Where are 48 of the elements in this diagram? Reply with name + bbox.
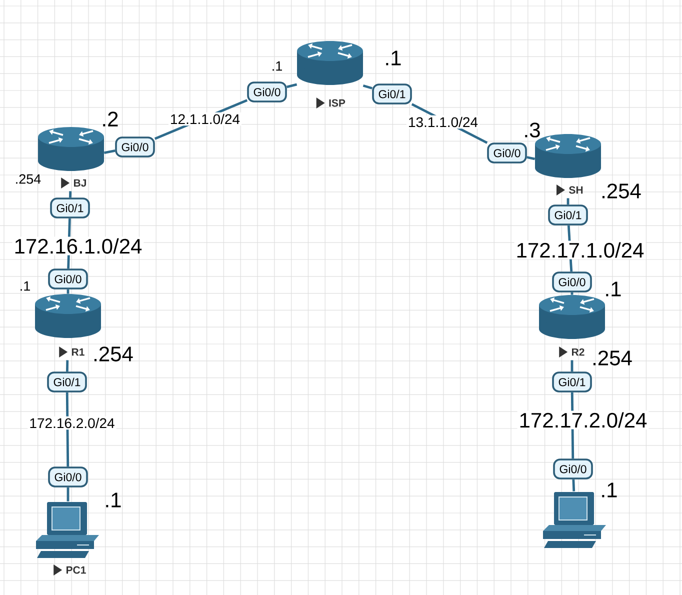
interface-tag: Gi0/0 — [115, 136, 155, 158]
interface-tag: Gi0/0 — [553, 458, 593, 480]
device-label: BJ — [74, 179, 86, 187]
link-line — [69, 191, 72, 198]
subnet-label: 13.1.1.0/24 — [406, 115, 480, 129]
link-line — [362, 84, 372, 90]
subnet-label: 172.16.1.0/24 — [12, 236, 144, 256]
subnet-label: 172.17.1.0/24 — [514, 240, 646, 260]
address-label: .254 — [94, 346, 133, 362]
address-label: .254 — [16, 174, 41, 184]
address-label: .1 — [20, 281, 30, 291]
interface-tag: Gi0/0 — [48, 466, 88, 488]
interface-tag: Gi0/1 — [552, 372, 592, 392]
address-label: .1 — [386, 50, 401, 66]
interface-tag: Gi0/1 — [50, 198, 90, 218]
device-label: PC1 — [66, 566, 86, 574]
interface-tag: Gi0/1 — [47, 372, 87, 392]
address-label: .2 — [103, 112, 118, 126]
subnet-label: 172.17.2.0/24 — [517, 410, 649, 430]
interface-tag: Gi0/1 — [372, 84, 412, 104]
address-label: .1 — [106, 492, 121, 508]
link-line — [66, 289, 70, 294]
interface-tag: Gi0/0 — [48, 268, 88, 290]
subnet-label: 172.16.2.0/24 — [28, 416, 116, 430]
link-line — [570, 292, 574, 295]
interface-tag: Gi0/0 — [487, 142, 527, 164]
device-label: ISP — [329, 99, 346, 107]
address-label: .3 — [525, 122, 540, 138]
link-line — [104, 150, 116, 154]
link-line — [566, 198, 570, 205]
link-line — [572, 479, 576, 492]
interface-tag: Gi0/1 — [548, 204, 588, 226]
device-label: R1 — [72, 348, 84, 356]
address-label: .254 — [593, 350, 632, 366]
device-label: R2 — [572, 348, 584, 356]
interface-tag: Gi0/0 — [247, 82, 287, 102]
link-line — [286, 83, 298, 88]
subnet-label: 12.1.1.0/24 — [168, 112, 242, 126]
link-line — [570, 360, 574, 372]
link-line — [66, 487, 70, 502]
address-label: .1 — [602, 482, 617, 498]
address-label: .254 — [602, 184, 641, 198]
address-label: .1 — [606, 282, 621, 296]
link-line — [66, 360, 69, 372]
device-label: SH — [569, 186, 583, 194]
interface-tag: Gi0/0 — [552, 272, 592, 292]
address-label: .1 — [272, 61, 282, 71]
link-line — [526, 156, 536, 160]
